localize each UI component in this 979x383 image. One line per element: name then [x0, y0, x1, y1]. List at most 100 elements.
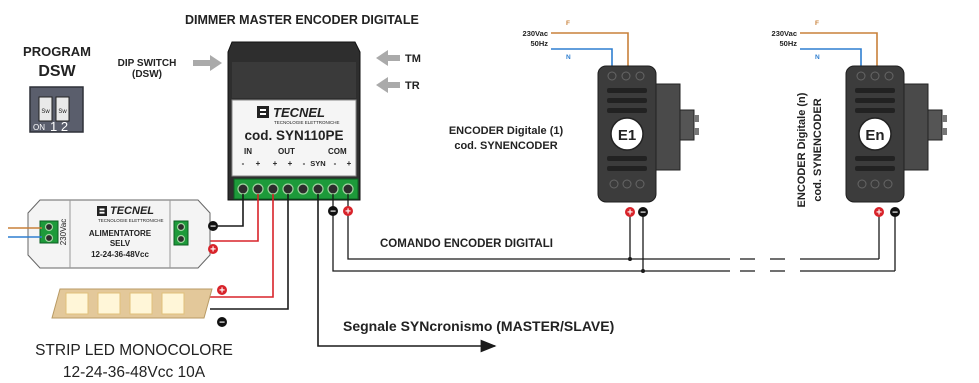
dimmer-code: cod. SYN110PE: [244, 128, 343, 143]
dip-on-label: ON: [33, 123, 45, 132]
e1-badge: [610, 117, 644, 151]
led-3: [129, 292, 153, 315]
dip-switch-2[interactable]: [55, 96, 70, 122]
com-plus-marker-text: +: [345, 207, 351, 218]
en-label-line2: cod. SYNENCODER: [812, 98, 824, 201]
en-side-plug: [927, 109, 943, 141]
en-badge: [858, 117, 892, 151]
en-side-connector: [903, 83, 929, 171]
en-phase-label: F: [815, 20, 819, 27]
program-label: PROGRAM: [23, 44, 91, 59]
strip-minus-marker-text: −: [219, 318, 225, 329]
en-label-line1: ENCODER Digitale (n): [796, 92, 808, 207]
led-1: [65, 292, 89, 315]
dimmer-in-label: IN: [244, 147, 252, 156]
tr-arrow-icon: [376, 77, 400, 93]
dip-switch-arrow-icon: [193, 55, 222, 71]
e1-minus-marker: [638, 207, 648, 217]
dip-switch-label: DIP SWITCH: [118, 58, 177, 69]
power-supply: 230Vac TECNEL TECNOLOGIE ELETTRONICHE AL…: [27, 199, 211, 269]
e1-neutral-wire: [551, 48, 613, 70]
junction-e1-plus: [628, 257, 632, 261]
term-label-out-plus-2: +: [288, 159, 293, 168]
sync-signal-label: Segnale SYNcronismo (MASTER/SLAVE): [343, 318, 614, 334]
term-label-syn: SYN: [310, 159, 325, 168]
en-plus-marker-text: +: [876, 208, 882, 219]
sw1-label: Sw: [41, 109, 50, 115]
en-mains-voltage: 230Vac: [772, 29, 797, 38]
wire-com-minus: [332, 194, 730, 272]
e1-mains-voltage: 230Vac: [523, 29, 548, 38]
psu-minus-marker: [208, 221, 218, 231]
tr-label: TR: [405, 80, 420, 92]
encoder-n: 230Vac 50Hz F N En: [772, 20, 947, 203]
sw2-label: Sw: [58, 109, 67, 115]
command-bus-label: COMANDO ENCODER DIGITALI: [380, 238, 553, 250]
term-label-com-plus: +: [347, 159, 352, 168]
e1-plus-marker-text: +: [627, 208, 633, 219]
strip-label-line1: STRIP LED MONOCOLORE: [35, 342, 233, 359]
e1-phase-wire: [551, 32, 629, 70]
en-plus-marker: [874, 207, 884, 217]
dip-number-label: 1 2: [50, 119, 68, 134]
strip-minus-marker: [217, 317, 227, 327]
tm-arrow-icon: [376, 50, 400, 66]
term-label-in-minus: -: [242, 159, 245, 168]
psu-brand-sub: TECNOLOGIE ELETTRONICHE: [98, 218, 164, 223]
psu-line2: SELV: [110, 239, 131, 248]
program-dsw-group: PROGRAM DSW Sw Sw ON 1 2: [23, 44, 91, 134]
com-minus-marker: [328, 206, 338, 216]
led-2: [97, 292, 121, 315]
e1-label-line1: ENCODER Digitale (1): [449, 125, 564, 137]
tecnel-logo-icon: [257, 106, 269, 118]
psu-plus-marker: [208, 244, 218, 254]
en-badge-text: En: [865, 127, 884, 144]
psu-plus-marker-text: +: [210, 245, 216, 256]
dimmer-brand: TECNEL: [273, 105, 325, 120]
e1-plus-marker: [625, 207, 635, 217]
e1-neutral-label: N: [566, 54, 571, 61]
diagram-title: DIMMER MASTER ENCODER DIGITALE: [185, 13, 419, 27]
psu-line3: 12-24-36-48Vcc: [91, 250, 149, 259]
com-plus-marker: [343, 206, 353, 216]
en-phase-wire: [800, 32, 878, 70]
led-strip: [51, 288, 213, 319]
wire-out-plus: [210, 194, 274, 298]
dip-switch-1[interactable]: [38, 96, 53, 122]
wire-out-minus: [210, 194, 289, 310]
dimmer-terminal-block: [233, 178, 359, 200]
wire-sync-output: [317, 194, 497, 353]
e1-side-plug: [679, 109, 695, 141]
e1-badge-text: E1: [618, 127, 636, 144]
dimmer-label-panel: [231, 99, 357, 177]
psu-minus-marker-text: −: [210, 222, 216, 233]
dimmer-terminal-screws: [237, 183, 354, 195]
dimmer-master: TECNEL TECNOLOGIE ELETTRONICHE cod. SYN1…: [227, 41, 361, 201]
en-minus-marker-text: −: [892, 208, 898, 219]
strip-label-line2: 12-24-36-48Vcc 10A: [63, 364, 206, 381]
dimmer-brand-sub: TECNOLOGIE ELETTRONICHE: [274, 120, 340, 125]
psu-logo-icon: [97, 206, 107, 216]
psu-line1: ALIMENTATORE: [89, 229, 152, 238]
e1-label-line2: cod. SYNENCODER: [454, 140, 557, 152]
com-minus-marker-text: −: [330, 207, 336, 218]
led-4: [161, 292, 185, 315]
dip-switch-sub-label: (DSW): [132, 69, 162, 80]
psu-body: [27, 199, 211, 269]
en-mains-frequency: 50Hz: [779, 39, 797, 48]
term-label-out-plus-1: +: [273, 159, 278, 168]
term-label-com-minus: -: [334, 159, 337, 168]
strip-plus-marker: [217, 285, 227, 295]
psu-input-terminal: [39, 220, 59, 244]
dimmer-out-label: OUT: [278, 147, 295, 156]
psu-voltage-label: 230Vac: [59, 219, 68, 246]
junction-e1-minus: [641, 269, 645, 273]
en-minus-marker: [890, 207, 900, 217]
encoder-1: 230Vac 50Hz F N E1: [523, 20, 699, 203]
dimmer-top-shade: [232, 62, 356, 98]
strip-plus-marker-text: +: [219, 286, 225, 297]
e1-phase-label: F: [566, 20, 570, 27]
en-neutral-wire: [800, 48, 862, 70]
term-label-syn-minus: -: [303, 159, 306, 168]
